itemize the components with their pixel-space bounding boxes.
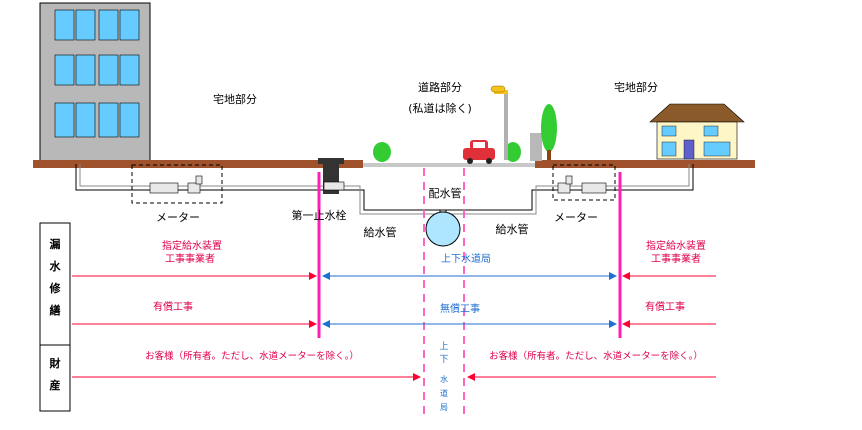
meter-icon-left	[149, 175, 203, 194]
leak-repair-char-3: 修	[49, 281, 62, 295]
property-center-char-1: 上	[439, 341, 448, 352]
tree-small	[505, 142, 521, 162]
first-stopcock-label: 第一止水栓	[292, 208, 347, 222]
meter-right-label: メーター	[554, 211, 598, 224]
area-road-label: 道路部分	[418, 80, 462, 94]
row1-right-label-1: 指定給水装置	[646, 239, 706, 252]
property-char-2: 産	[50, 378, 61, 392]
row2-center-label: 無償工事	[440, 302, 480, 315]
property-right-label: お客様（所有者。ただし、水道メーターを除く。）	[489, 350, 703, 362]
row1-left-label-2: 工事事業者	[165, 252, 215, 265]
row1-right-label-2: 工事事業者	[651, 252, 701, 265]
property-left-label: お客様（所有者。ただし、水道メーターを除く。）	[145, 350, 359, 362]
meter-box-left	[131, 164, 223, 204]
leak-repair-char-4: 繕	[50, 303, 61, 317]
house-icon	[649, 103, 745, 160]
row1-left-label-1: 指定給水装置	[162, 239, 222, 252]
property-center-char-2: 下	[439, 355, 448, 365]
road-gutter	[318, 158, 344, 164]
service-pipe-right-label: 給水管	[496, 222, 529, 236]
first-stopcock-icon	[323, 162, 345, 194]
property-center-char-4: 道	[440, 388, 448, 398]
tree-left	[373, 142, 391, 162]
property-center-char-3: 水	[440, 374, 448, 384]
leak-repair-char-1: 漏	[50, 237, 61, 251]
area-left-label: 宅地部分	[213, 92, 257, 106]
main-pipe-label: 配水管	[429, 186, 462, 200]
street-lamp-icon	[490, 85, 508, 160]
area-road-note: (私道は除く)	[408, 101, 472, 115]
property-char-1: 財	[49, 356, 61, 370]
main-pipe	[425, 210, 461, 247]
meter-icon-right	[557, 175, 607, 194]
property-center-char-5: 局	[440, 403, 448, 412]
road-surface	[363, 163, 538, 167]
service-pipe-left-label: 給水管	[364, 225, 397, 239]
leak-repair-char-2: 水	[50, 259, 62, 273]
ground-left	[33, 160, 363, 168]
row1-center-label: 上下水道局	[441, 252, 491, 265]
leak-repair-box	[39, 222, 71, 346]
office-building	[39, 2, 151, 164]
area-right-label: 宅地部分	[614, 80, 658, 94]
meter-left-label: メーター	[156, 211, 200, 224]
property-box	[39, 344, 71, 412]
row2-right-label: 有償工事	[645, 300, 685, 313]
row2-left-label: 有償工事	[153, 300, 193, 313]
meter-box-right	[552, 164, 616, 201]
car-icon	[463, 140, 495, 164]
tree-tall	[530, 104, 557, 161]
ground-right	[535, 160, 755, 168]
